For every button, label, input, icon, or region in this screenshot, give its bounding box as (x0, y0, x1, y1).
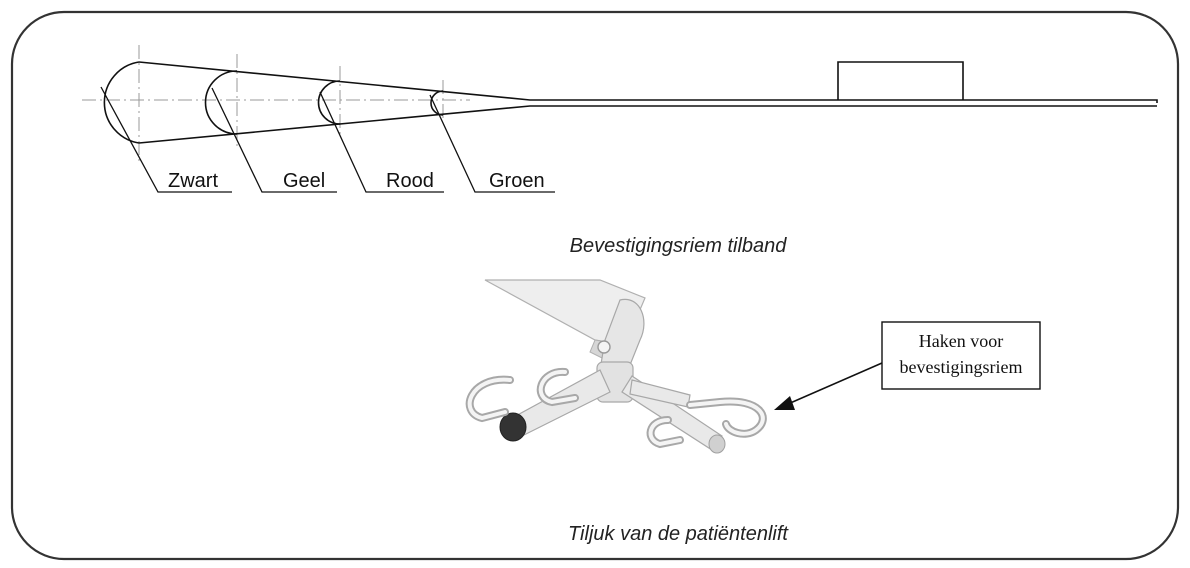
loop-zwart-arc (103, 61, 140, 144)
loop-label-zwart: Zwart (168, 170, 218, 192)
hook-right-highlight (688, 399, 765, 436)
yoke-hooks (465, 367, 767, 449)
leader-geel (211, 87, 337, 193)
leader-lines (100, 86, 555, 193)
callout-arrow-shaft (787, 362, 883, 405)
yoke-crossbar-right-end (708, 434, 726, 454)
strap-outline (103, 61, 1158, 144)
hook-left-inner-highlight (538, 369, 577, 405)
yoke-caption: Tiljuk van de patiëntenlift (568, 523, 789, 545)
callout-line-2: bevestigingsriem (900, 357, 1023, 377)
leader-zwart (100, 86, 232, 193)
hook-lower-highlight (648, 418, 682, 447)
loop-label-geel: Geel (283, 170, 325, 192)
loop-label-rood: Rood (386, 170, 434, 192)
leader-rood (319, 91, 444, 193)
loop-geel-arc (204, 70, 238, 135)
loop-rood-arc (317, 80, 341, 125)
yoke-illustration (465, 279, 767, 454)
callout-line-1: Haken voor (919, 331, 1003, 351)
hook-left-outer-highlight (467, 377, 512, 421)
strap-drawing: Zwart Geel Rood Groen (82, 45, 1158, 193)
strap-upper-edge (138, 61, 1158, 103)
yoke-pivot-bolt (597, 340, 611, 354)
strap-raised-block (837, 61, 964, 100)
strap-caption: Bevestigingsriem tilband (570, 235, 788, 257)
yoke-crossbar-end-cap (499, 412, 527, 442)
callout-arrow-head (774, 396, 795, 410)
strap-lower-edge (138, 105, 1157, 144)
callout-box (881, 321, 1041, 390)
loop-label-groen: Groen (489, 170, 545, 192)
hook-callout: Haken voor bevestigingsriem (774, 321, 1041, 410)
leader-groen (429, 94, 555, 193)
outer-frame (10, 10, 1180, 561)
